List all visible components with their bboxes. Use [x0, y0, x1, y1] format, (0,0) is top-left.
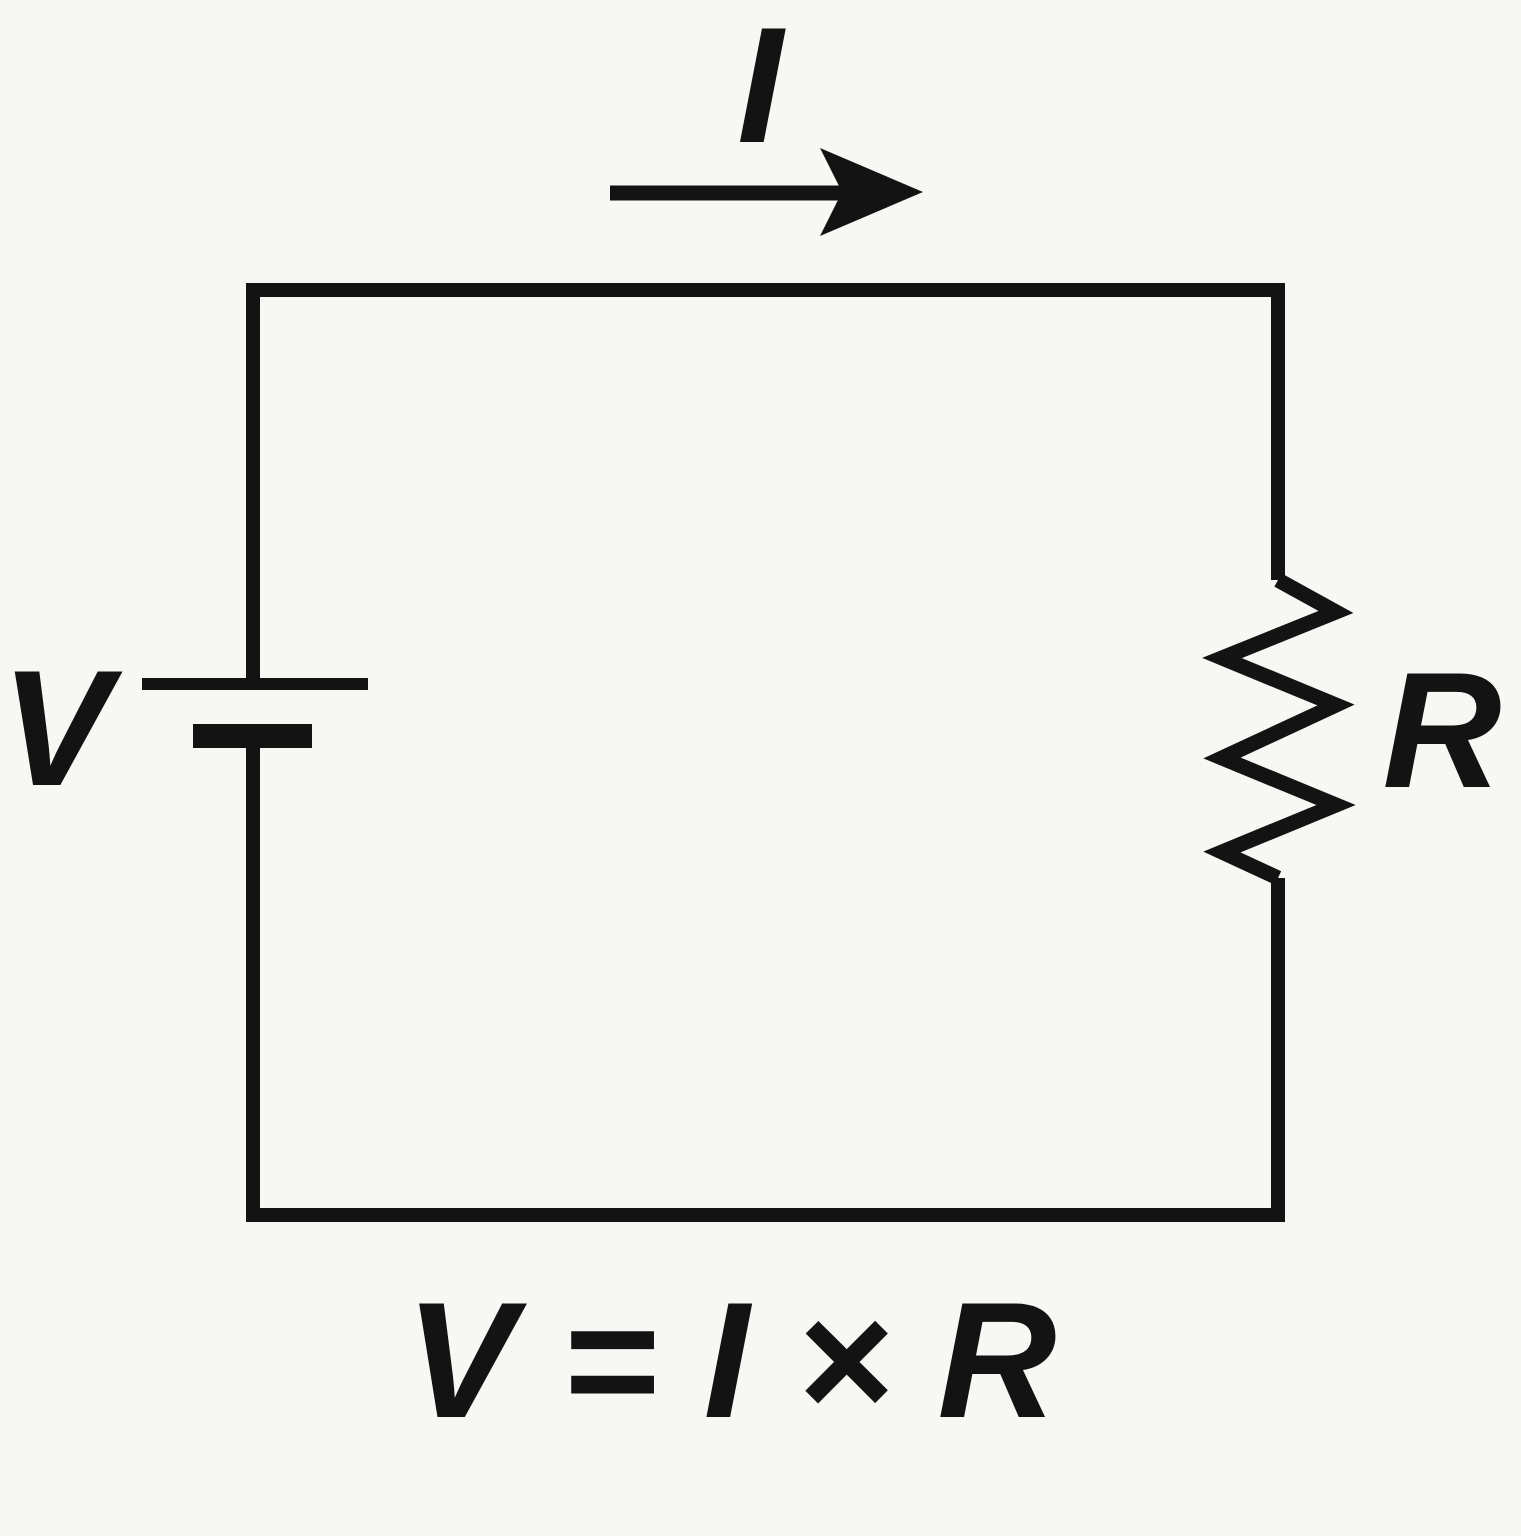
current-arrow [610, 148, 923, 236]
resistance-label: R [1382, 638, 1501, 822]
battery-symbol [142, 678, 368, 748]
arrow-head-icon [820, 148, 923, 236]
voltage-label: V [1, 636, 123, 820]
bottom-wire [246, 738, 1285, 1222]
resistor-zigzag [1202, 573, 1356, 885]
formula-text: V = I × R [405, 1268, 1056, 1452]
top-wire [246, 283, 1285, 680]
circuit-loop-wires [246, 283, 1285, 1222]
current-label: I [737, 0, 786, 177]
resistor-symbol [1202, 573, 1356, 885]
